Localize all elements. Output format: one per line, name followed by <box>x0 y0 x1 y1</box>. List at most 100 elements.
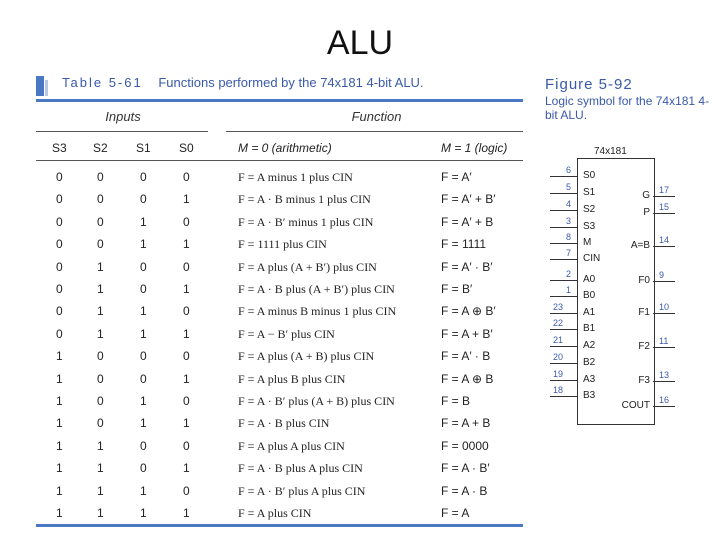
pin-number: 6 <box>566 165 572 175</box>
table-cell-arith: F = A minus B minus 1 plus CIN <box>238 304 397 319</box>
table-cell-s3: 1 <box>56 394 63 408</box>
pin-number: 10 <box>659 302 670 312</box>
pin-label: F0 <box>638 275 650 286</box>
pin-number: 7 <box>566 248 572 258</box>
table-cell-arith: F = A plus CIN <box>238 506 312 520</box>
table-cell-s1: 1 <box>140 416 147 431</box>
table-cell-s0: 1 <box>183 506 190 520</box>
pin-label: B0 <box>583 290 596 301</box>
table-cell-s0: 1 <box>183 371 190 386</box>
table-cell-s3: 1 <box>56 483 63 498</box>
table-cell-s2: 1 <box>97 326 104 341</box>
pin-label: B1 <box>583 323 596 334</box>
table-cell-arith: F = A · B′ plus A plus CIN <box>238 483 366 498</box>
table-cell-logic: F = A · B′ <box>441 461 490 476</box>
table-cell-s2: 0 <box>97 416 104 431</box>
pin-label: S0 <box>583 170 596 181</box>
pin-line <box>550 380 577 381</box>
table-cell-s3: 0 <box>56 282 63 296</box>
table-caption: Table 5-61 Functions performed by the 74… <box>62 75 424 90</box>
table-cell-s0: 0 <box>183 259 190 274</box>
table-cell-arith: F = 1111 plus CIN <box>238 237 327 252</box>
table-cell-s2: 1 <box>97 461 104 476</box>
table-cell-s2: 1 <box>97 483 104 498</box>
pin-line <box>550 176 577 177</box>
col-header-s2: S2 <box>93 141 108 155</box>
table-cell-s3: 1 <box>56 349 63 364</box>
table-cell-s2: 0 <box>97 192 104 207</box>
table-cell-logic: F = A <box>441 506 470 520</box>
table-cell-s0: 0 <box>183 304 190 319</box>
table-caption-label: Table 5-61 <box>62 75 143 90</box>
col-header-s0: S0 <box>179 141 194 155</box>
table-cell-s0: 1 <box>183 282 190 296</box>
table-cell-s3: 1 <box>56 461 63 476</box>
pin-line <box>653 246 675 247</box>
pin-line <box>550 329 577 330</box>
table-cell-arith: F = A · B plus CIN <box>238 416 330 431</box>
pin-label: F1 <box>638 307 650 318</box>
pin-label: S1 <box>583 187 596 198</box>
pin-label: F3 <box>638 375 650 386</box>
table-cell-s1: 1 <box>140 483 147 498</box>
table-cell-s1: 0 <box>140 349 147 364</box>
pin-line <box>550 363 577 364</box>
table-cell-arith: F = A · B′ plus (A + B) plus CIN <box>238 394 395 408</box>
table-cell-s1: 1 <box>140 326 147 341</box>
table-cell-s0: 0 <box>183 214 190 229</box>
table-cell-logic: F = A′ + B′ <box>441 192 496 207</box>
pin-number: 4 <box>566 199 572 209</box>
chip-name: 74x181 <box>594 146 627 157</box>
pin-number: 5 <box>566 182 572 192</box>
table-cell-s2: 0 <box>97 237 104 252</box>
table-cell-s3: 0 <box>56 304 63 319</box>
table-cell-s1: 0 <box>140 170 147 184</box>
pin-number: 18 <box>553 385 564 395</box>
function-group-header: Function <box>351 109 402 124</box>
table-cell-logic: F = A′ · B <box>441 349 491 364</box>
pin-number: 3 <box>566 216 572 226</box>
pin-line <box>653 347 675 348</box>
table-cell-s2: 1 <box>97 438 104 453</box>
figure-title: Figure 5-92 <box>545 76 633 93</box>
pin-number: 20 <box>553 352 564 362</box>
table-cell-s3: 0 <box>56 237 63 252</box>
table-caption-text: Functions performed by the 74x181 4-bit … <box>158 75 424 90</box>
pin-line <box>653 196 675 197</box>
pin-label: P <box>643 207 650 218</box>
table-cell-s2: 1 <box>97 506 104 520</box>
table-cell-s1: 0 <box>140 371 147 386</box>
table-top-rule <box>36 99 523 102</box>
pin-label: B3 <box>583 390 596 401</box>
table-cell-s1: 1 <box>140 304 147 319</box>
pin-line <box>550 396 577 397</box>
table-cell-s3: 0 <box>56 326 63 341</box>
pin-label: M <box>583 237 592 248</box>
pin-line <box>550 259 577 260</box>
pin-line <box>653 281 675 282</box>
table-cell-logic: F = A · B <box>441 483 488 498</box>
table-cell-logic: F = A′ · B′ <box>441 259 493 274</box>
pin-label: F2 <box>638 341 650 352</box>
table-cell-s1: 1 <box>140 506 147 520</box>
pin-number: 17 <box>659 185 670 195</box>
table-cell-s2: 1 <box>97 282 104 296</box>
pin-label: A0 <box>583 274 596 285</box>
table-cell-s3: 0 <box>56 170 63 184</box>
table-cell-logic: F = B′ <box>441 282 473 296</box>
pin-label: A3 <box>583 374 596 385</box>
pin-number: 11 <box>659 336 669 346</box>
pin-number: 8 <box>566 232 572 242</box>
table-cell-s1: 0 <box>140 438 147 453</box>
col-header-s3: S3 <box>52 141 67 155</box>
inputs-header-rule <box>36 131 208 132</box>
table-cell-logic: F = A + B′ <box>441 326 493 341</box>
table-cell-s0: 0 <box>183 394 190 408</box>
pin-number: 9 <box>659 270 665 280</box>
table-cell-arith: F = A plus A plus CIN <box>238 438 345 453</box>
col-header-logic: M = 1 (logic) <box>441 141 508 155</box>
pin-line <box>653 213 675 214</box>
pin-line <box>550 280 577 281</box>
table-cell-s1: 1 <box>140 394 147 408</box>
table-cell-s2: 0 <box>97 170 104 184</box>
